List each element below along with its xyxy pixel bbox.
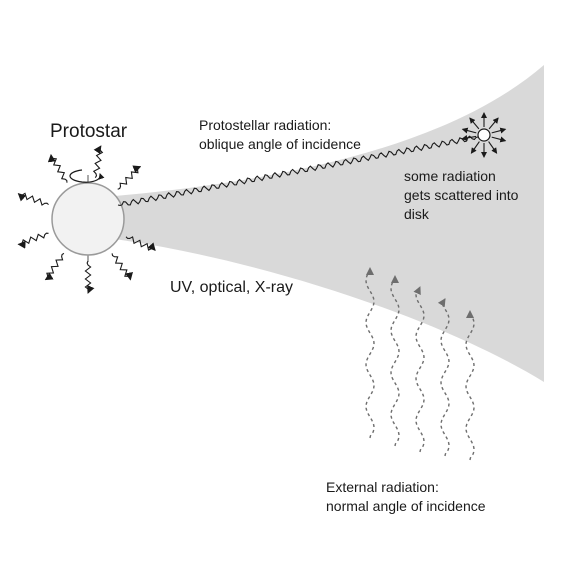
external-ray-arrow — [365, 267, 375, 439]
star-ray-arrow — [47, 153, 68, 183]
scatter-arrow — [491, 127, 507, 134]
scattered-radiation-label: some radiation gets scattered into disk — [404, 167, 518, 224]
rotation-arrow-icon — [69, 169, 105, 183]
oblique-ray-wave — [117, 135, 479, 207]
scatter-arrow — [488, 117, 499, 130]
star-ray-arrow — [84, 260, 95, 294]
scatter-arrow — [488, 141, 498, 154]
protostellar-radiation-line-2: oblique angle of incidence — [199, 136, 361, 152]
star-ray-arrow — [125, 236, 156, 252]
star-ray-arrow — [117, 165, 142, 190]
protostar-label: Protostar — [50, 121, 128, 142]
star-ray-arrow — [17, 232, 49, 249]
external-ray-arrow — [465, 310, 475, 461]
uv-optical-xray-label: UV, optical, X-ray — [170, 279, 294, 296]
star-emission-rays — [17, 145, 156, 294]
external-ray-arrow — [437, 298, 450, 457]
star-ray-arrow — [111, 253, 133, 281]
scattered-line-2: gets scattered into — [404, 187, 519, 203]
external-radiation-rays — [365, 267, 475, 461]
scatter-arrow — [461, 134, 477, 141]
scatter-arrow — [461, 127, 477, 134]
scatter-arrow — [470, 141, 480, 154]
scatter-arrow — [491, 136, 507, 143]
disk — [92, 65, 544, 382]
protostellar-radiation-line-1: Protostellar radiation: — [199, 117, 332, 133]
star-ray-arrow — [92, 145, 104, 178]
star-ray-arrow — [17, 192, 49, 206]
external-radiation-line-2: normal angle of incidence — [326, 498, 486, 514]
oblique-radiation-ray — [117, 135, 479, 207]
external-radiation-label: External radiation: normal angle of inci… — [326, 478, 486, 516]
protostar-star — [51, 182, 125, 256]
external-ray-arrow — [413, 286, 425, 453]
external-radiation-line-1: External radiation: — [326, 479, 439, 495]
scattered-line-1: some radiation — [404, 168, 496, 184]
protostellar-radiation-label: Protostellar radiation: oblique angle of… — [199, 116, 361, 154]
scattered-line-3: disk — [404, 206, 429, 222]
external-ray-arrow — [390, 275, 400, 447]
star-ray-arrow — [44, 252, 65, 281]
scatter-burst-icon — [461, 112, 507, 158]
scatter-arrow — [469, 117, 480, 130]
